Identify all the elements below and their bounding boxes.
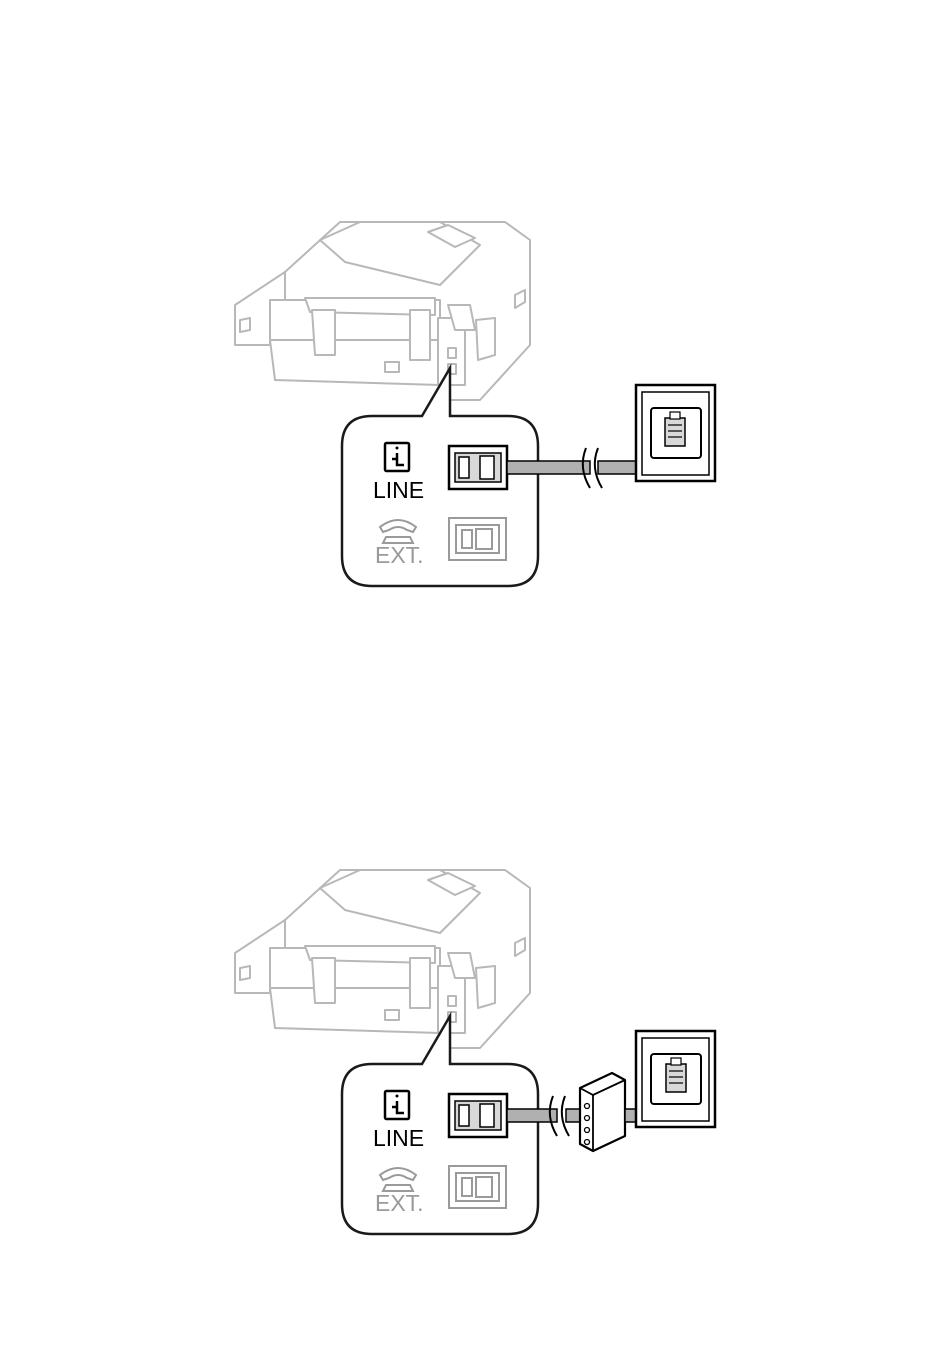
ext-port-label: EXT. [375,1190,424,1216]
printer-illustration [235,222,530,400]
diagram-splitter-svg: LINE EXT. [0,648,950,1333]
line-port-label: LINE [373,1125,424,1151]
printer-illustration [235,870,530,1048]
port-callout [342,1016,538,1234]
diagram-direct-connection: LINE EXT. [0,0,950,685]
wall-jack [636,1031,715,1127]
wall-jack [636,385,715,481]
ext-port-label: EXT. [375,542,424,568]
diagram-direct-svg: LINE EXT. [0,0,950,685]
splitter-device [580,1073,625,1151]
port-callout [342,368,538,586]
line-port-jack [449,446,507,489]
line-port-label: LINE [373,477,424,503]
ext-port-jack [449,518,506,560]
diagram-splitter-connection: LINE EXT. [0,648,950,1333]
line-port-jack [449,1094,507,1137]
ext-port-jack [449,1166,506,1208]
